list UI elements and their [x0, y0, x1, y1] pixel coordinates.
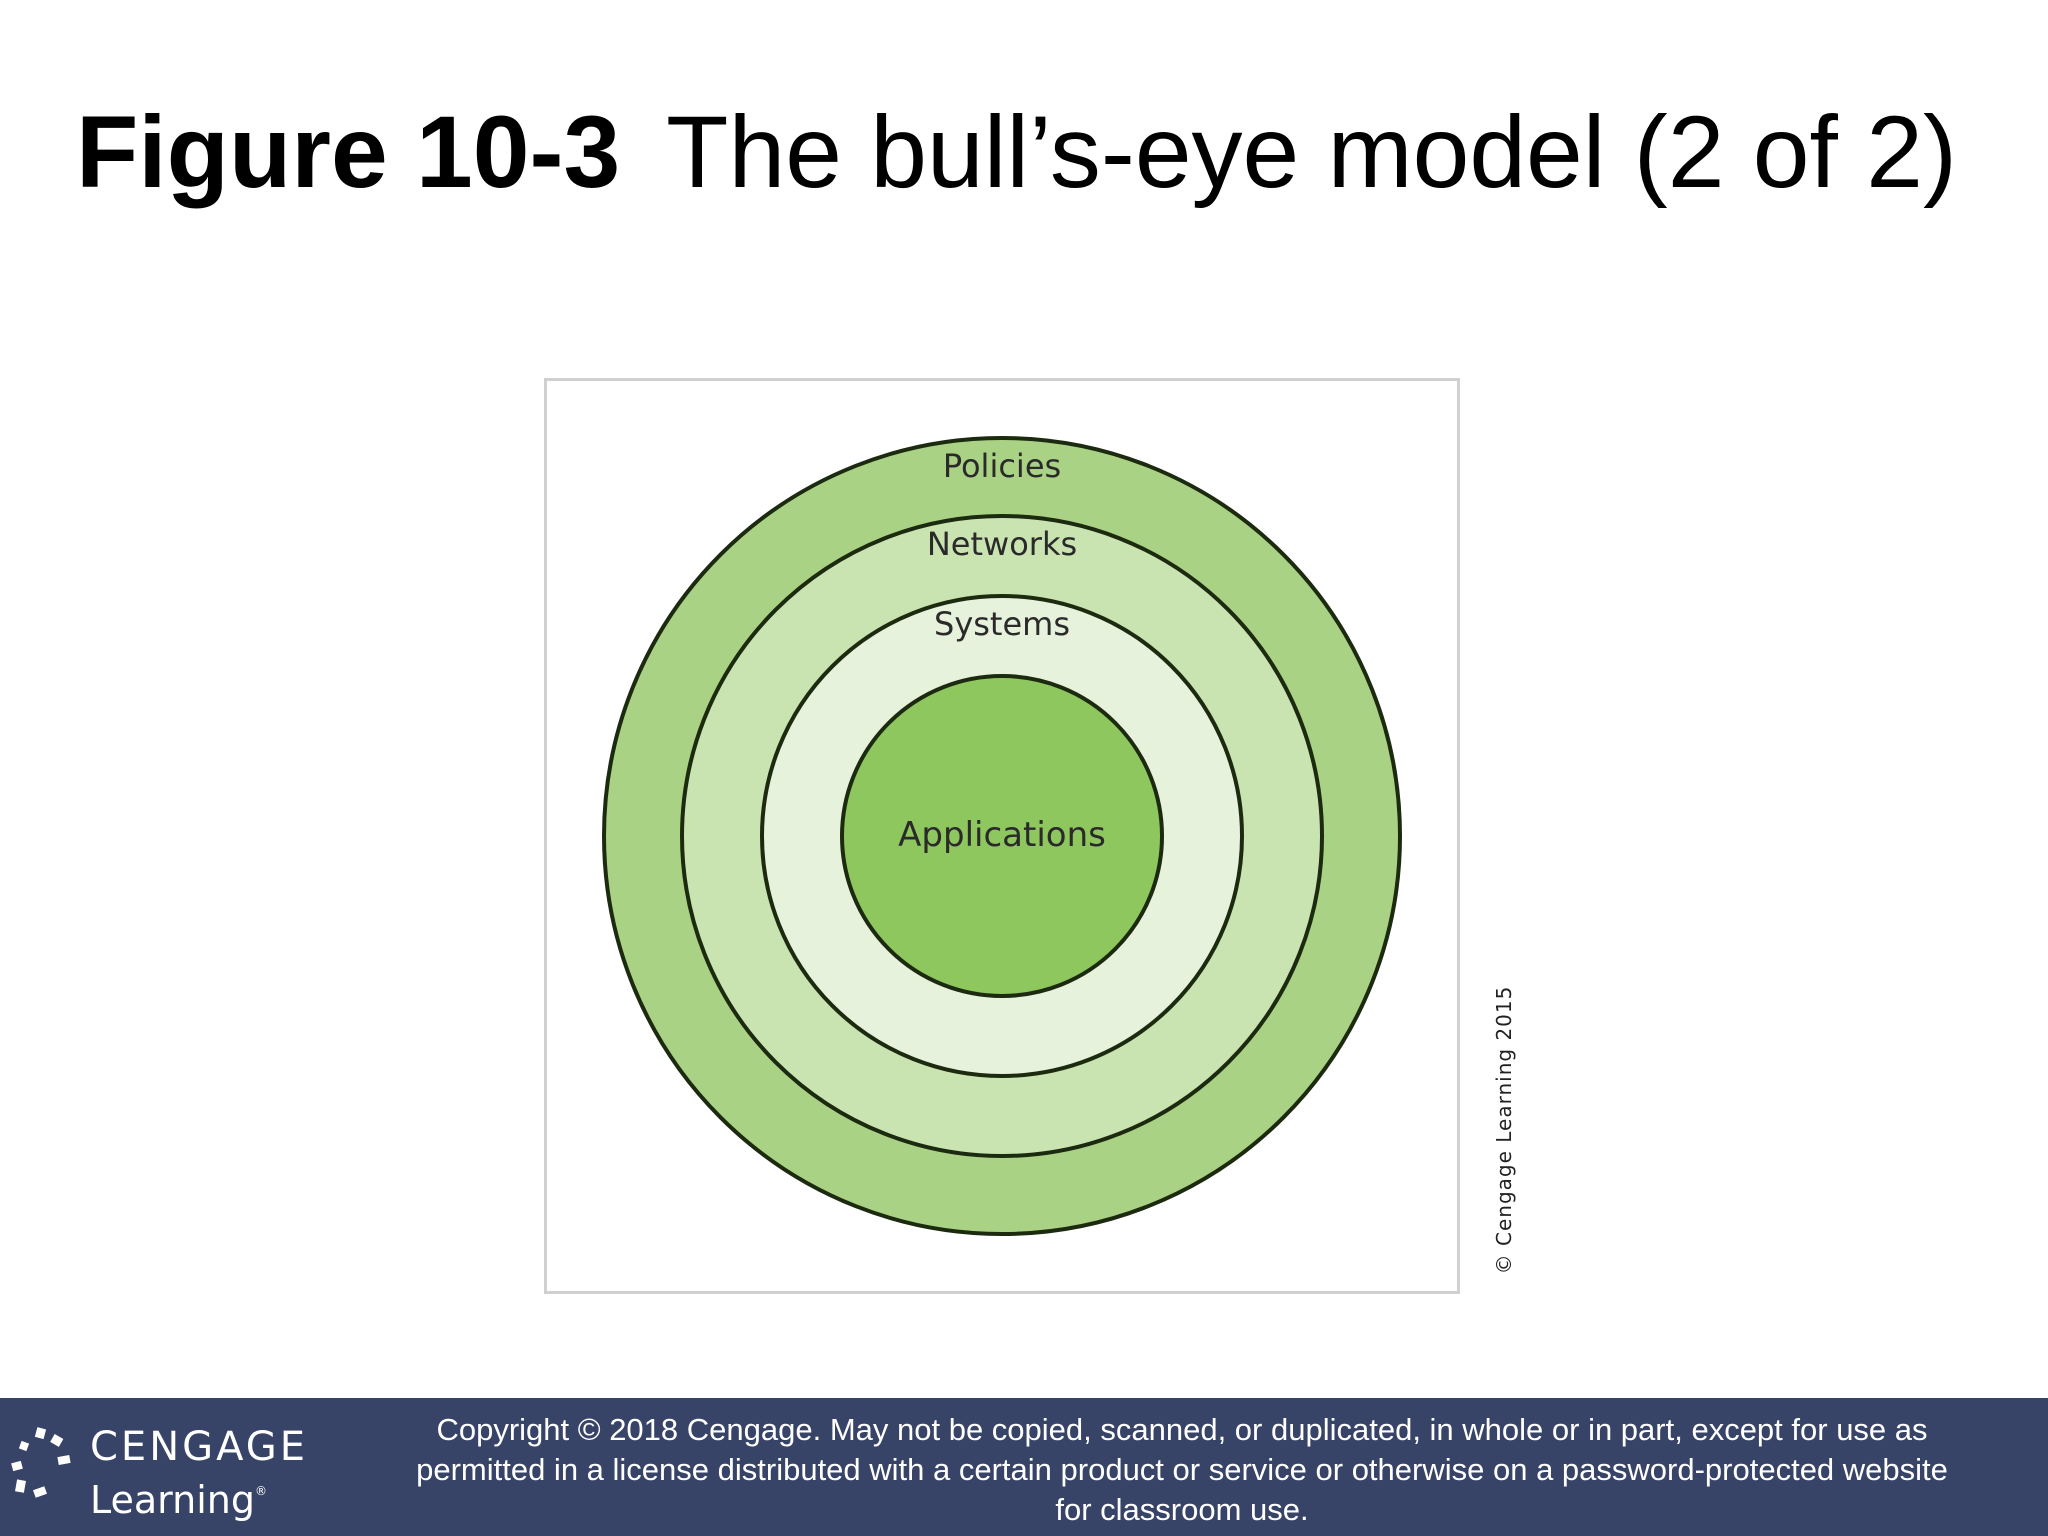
label-systems: Systems	[934, 605, 1070, 643]
footer-bar: CENGAGE Learning® Copyright © 2018 Cenga…	[0, 1398, 2048, 1536]
footer-copyright: Copyright © 2018 Cengage. May not be cop…	[326, 1410, 2038, 1530]
logo-learning-word: Learning	[90, 1478, 255, 1522]
logo-text-learning: Learning®	[90, 1468, 267, 1523]
figure-number: Figure 10-3	[76, 95, 621, 209]
logo-text-cengage: CENGAGE	[90, 1424, 309, 1470]
cengage-logo: CENGAGE Learning®	[0, 1398, 320, 1536]
logo-trademark: ®	[254, 1484, 267, 1498]
copyright-line-3: for classroom use.	[1055, 1492, 1309, 1527]
label-applications: Applications	[898, 815, 1106, 855]
ring-applications	[840, 674, 1164, 998]
bullseye-figure: Policies Networks Systems Applications	[544, 378, 1460, 1294]
label-policies: Policies	[943, 447, 1061, 485]
slide-title: Figure 10-3 The bull’s-eye model (2 of 2)	[76, 92, 1996, 212]
figure-caption: The bull’s-eye model (2 of 2)	[666, 95, 1957, 209]
figure-credit: © Cengage Learning 2015	[1492, 986, 1516, 1275]
credit-text: © Cengage Learning 2015	[1492, 985, 1516, 1275]
label-networks: Networks	[927, 525, 1077, 563]
cengage-logo-icon	[11, 1427, 71, 1498]
bullseye-diagram: Policies Networks Systems Applications	[602, 436, 1402, 1236]
copyright-line-1: Copyright © 2018 Cengage. May not be cop…	[436, 1412, 1928, 1447]
copyright-line-2: permitted in a license distributed with …	[416, 1452, 1948, 1487]
